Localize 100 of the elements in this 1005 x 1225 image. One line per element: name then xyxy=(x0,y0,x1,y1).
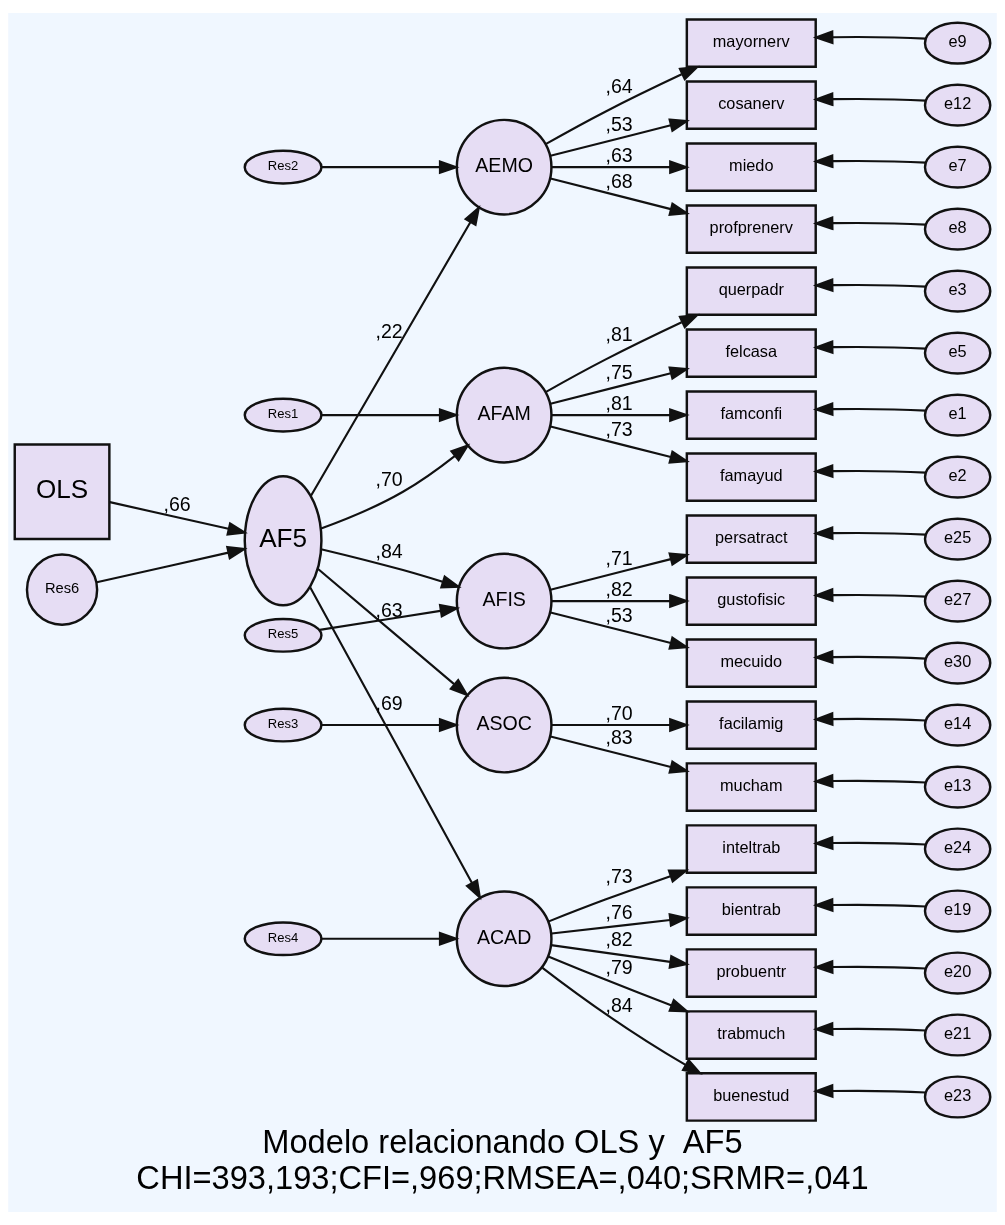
node-ellipse: e21 xyxy=(923,1013,992,1057)
node-ellipse: Res1 xyxy=(243,397,323,433)
node-ellipse: e9 xyxy=(923,21,992,65)
edge-label: ,22 xyxy=(375,319,403,342)
edge-label: ,68 xyxy=(605,169,633,192)
node-box: miedo xyxy=(685,142,817,193)
arrow xyxy=(545,313,700,394)
arrow xyxy=(550,552,690,591)
arrow xyxy=(812,773,926,789)
edge-label: ,83 xyxy=(605,725,633,748)
edge-label: ,81 xyxy=(605,323,633,346)
node-box: felcasa xyxy=(685,328,817,378)
edge-label: ,81 xyxy=(605,391,633,414)
node-box: famconfi xyxy=(685,390,817,440)
node-ellipse: e30 xyxy=(923,641,992,685)
caption: CHI=393,193;CFI=,969;RMSEA=,040;SRMR=,041 xyxy=(136,1159,869,1197)
node-circle: AFIS xyxy=(455,552,553,650)
node-box: facilamig xyxy=(685,700,817,750)
node-box: cosanerv xyxy=(685,80,817,131)
arrow xyxy=(109,501,248,536)
arrow xyxy=(812,277,926,293)
node-box: trabmuch xyxy=(685,1010,817,1060)
arrow xyxy=(550,425,690,464)
node-ellipse: Res3 xyxy=(243,707,323,743)
edge-label: ,70 xyxy=(375,468,403,491)
edge-label: ,76 xyxy=(605,900,633,923)
arrow xyxy=(812,463,926,479)
arrow xyxy=(551,593,690,609)
arrow xyxy=(551,717,690,733)
arrow xyxy=(310,205,481,497)
node-box: famayud xyxy=(685,452,817,502)
edge-label: ,75 xyxy=(605,360,633,383)
node-box: mayornerv xyxy=(685,18,817,69)
node-ellipse: e3 xyxy=(923,269,992,313)
edge-label: ,69 xyxy=(375,691,403,714)
edge-label: ,63 xyxy=(605,143,633,166)
arrow xyxy=(319,603,461,631)
arrow xyxy=(812,153,926,169)
edge-label: ,79 xyxy=(605,955,633,978)
node-ellipse: e5 xyxy=(923,331,992,375)
arrow xyxy=(812,959,926,975)
arrow xyxy=(550,366,690,405)
node-box: gustofisic xyxy=(685,576,817,626)
node-ellipse: e23 xyxy=(923,1075,992,1119)
edge-label: ,84 xyxy=(375,540,403,563)
edge-label: ,73 xyxy=(605,864,633,887)
arrow xyxy=(551,159,690,175)
node-circle: ASOC xyxy=(455,676,553,774)
arrow xyxy=(550,944,690,969)
arrow xyxy=(812,587,926,603)
node-ellipse: e14 xyxy=(923,703,992,747)
node-box: querpadr xyxy=(685,266,817,316)
arrow xyxy=(812,835,926,851)
arrow xyxy=(309,586,482,901)
node-circle: AEMO xyxy=(455,118,553,216)
arrow xyxy=(547,869,690,923)
node-ellipse: Res2 xyxy=(243,149,323,185)
node-circle: AFAM xyxy=(455,366,553,464)
arrow xyxy=(317,567,470,698)
node-ellipse: e19 xyxy=(923,889,992,933)
arrow xyxy=(321,931,460,946)
arrow xyxy=(812,1083,926,1099)
node-box: probuentr xyxy=(685,948,817,998)
edge-label: ,71 xyxy=(605,546,633,569)
arrow xyxy=(551,407,690,423)
arrow xyxy=(812,29,926,45)
node-ellipse: e13 xyxy=(923,765,992,809)
arrow xyxy=(812,91,926,107)
node-ellipse: e12 xyxy=(923,83,992,127)
arrow xyxy=(321,159,460,175)
node-box: inteltrab xyxy=(685,824,817,874)
node-box: OLS xyxy=(13,443,111,541)
edge-label: ,63 xyxy=(375,598,403,621)
diagram-title: Modelo relacionando OLS y AF5 xyxy=(262,1123,743,1161)
arrow xyxy=(321,407,460,423)
node-ellipse: e8 xyxy=(923,207,992,251)
node-ellipse: e25 xyxy=(923,517,992,561)
node-ellipse: e7 xyxy=(923,145,992,189)
node-ellipse: Res4 xyxy=(243,921,323,957)
arrow xyxy=(547,955,690,1013)
edge-label: ,82 xyxy=(605,928,633,951)
edge-label: ,73 xyxy=(605,417,633,440)
arrow xyxy=(321,717,460,733)
node-box: mecuido xyxy=(685,638,817,688)
arrow xyxy=(550,177,690,216)
edge-label: ,84 xyxy=(605,993,633,1016)
arrow xyxy=(812,215,926,231)
arrow xyxy=(550,611,690,650)
edge-label: ,64 xyxy=(605,75,633,98)
arrow xyxy=(812,525,926,541)
node-box: bientrab xyxy=(685,886,817,936)
arrow xyxy=(541,967,703,1075)
node-ellipse: e24 xyxy=(923,827,992,871)
arrow xyxy=(812,897,926,913)
arrow xyxy=(812,711,926,727)
arrow xyxy=(550,118,690,157)
edge-label: ,53 xyxy=(605,603,633,626)
edge-label: ,70 xyxy=(605,701,633,724)
arrow xyxy=(545,65,700,146)
arrow xyxy=(320,548,462,589)
